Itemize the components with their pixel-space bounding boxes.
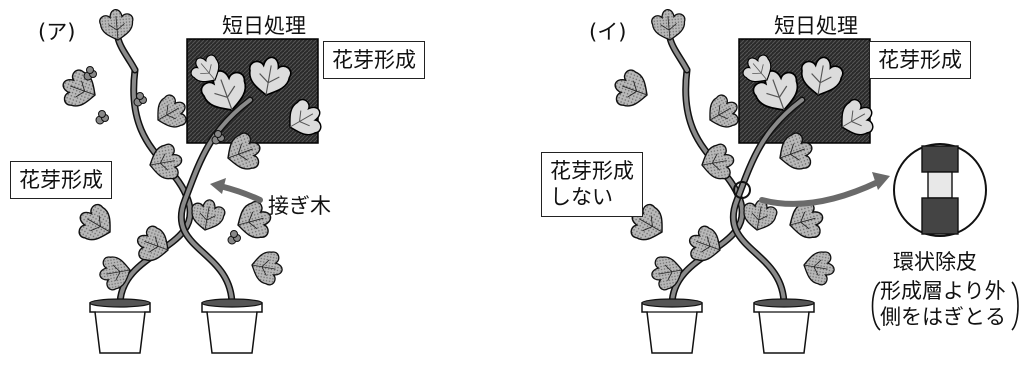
panel-b-box-top: 花芽形成: [869, 41, 971, 80]
leaf: [650, 7, 688, 43]
panel-b-ring-note-line1: 形成層より外: [880, 279, 1006, 303]
bark-lower: [921, 197, 959, 235]
girdled-section: [927, 171, 953, 199]
flower-pot: [201, 298, 263, 354]
panel-b-ring-label: 環状除皮: [893, 250, 977, 274]
leaf-in-dark: [289, 98, 322, 136]
leaf: [683, 221, 727, 268]
graft-arrow: [217, 183, 263, 203]
leaf-in-dark: [841, 98, 874, 136]
leaf: [71, 198, 120, 249]
panel-a-title: 短日処理: [222, 14, 306, 38]
leaf-in-dark: [190, 54, 220, 83]
flower-pot: [753, 298, 815, 354]
panel-a-box-left: 花芽形成: [10, 161, 112, 200]
leaf: [248, 248, 286, 288]
magnified-stem: [893, 143, 987, 237]
bark-upper: [921, 145, 959, 173]
panel-b-label: (イ): [589, 20, 627, 44]
right-bracket: [1011, 281, 1019, 331]
flower-pot: [641, 298, 703, 354]
leaf: [800, 248, 838, 288]
flower-bud: [83, 66, 97, 81]
panel-b-box-left-line1: 花芽形成: [550, 159, 634, 183]
leaf-in-dark: [742, 54, 772, 83]
zoom-arrow: [759, 179, 881, 207]
panel-b-box-left-line2: しない: [550, 185, 613, 210]
leaf: [608, 65, 654, 113]
panel-a-box-top: 花芽形成: [323, 41, 425, 80]
leaf-in-dark: [248, 56, 292, 96]
leaf: [188, 196, 228, 234]
flower-bud: [95, 110, 109, 125]
flower-bud: [227, 230, 241, 245]
leaf-in-dark: [800, 56, 844, 96]
leaf: [98, 7, 136, 43]
panel-b-box-left: 花芽形成 しない: [541, 152, 643, 217]
panel-a-graft-label: 接ぎ木: [268, 194, 331, 218]
girdling-mark: [733, 181, 751, 199]
panel-b-title: 短日処理: [774, 14, 858, 38]
panel-b-ring-note-line2: 側をはぎとる: [880, 305, 1006, 329]
leaf: [131, 221, 175, 268]
panel-a-label: (ア): [38, 20, 76, 44]
flower-pot: [89, 298, 151, 354]
panel-a-illustration: [56, 7, 322, 354]
panel-b-illustration: [608, 7, 1019, 354]
left-bracket: [871, 281, 881, 331]
